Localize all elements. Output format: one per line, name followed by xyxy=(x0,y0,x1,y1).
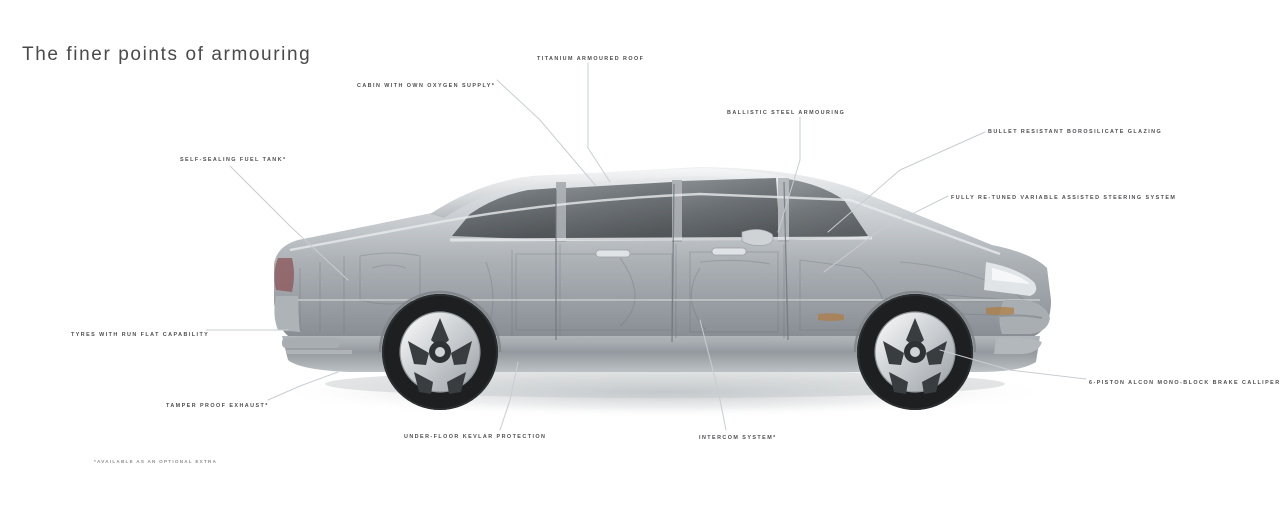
callout-intercom-system[interactable]: INTERCOM SYSTEM* xyxy=(699,435,777,441)
callout-tyres-with-run-flat-capability[interactable]: TYRES WITH RUN FLAT CAPABILITY xyxy=(71,332,210,338)
optional-extra-footnote: *AVAILABLE AS AN OPTIONAL EXTRA xyxy=(94,459,218,464)
callout-six-piston-alcon-mono-block-brake-callipers[interactable]: 6-PISTON ALCON MONO-BLOCK BRAKE CALLIPER… xyxy=(1089,380,1280,386)
callout-tamper-proof-exhaust[interactable]: TAMPER PROOF EXHAUST* xyxy=(166,403,269,409)
callout-self-sealing-fuel-tank[interactable]: SELF-SEALING FUEL TANK* xyxy=(180,157,287,163)
callout-ballistic-steel-armouring[interactable]: BALLISTIC STEEL ARMOURING xyxy=(727,110,846,116)
callout-fully-re-tuned-variable-assisted-steering-system[interactable]: FULLY RE-TUNED VARIABLE ASSISTED STEERIN… xyxy=(951,195,1177,201)
callout-titanium-armoured-roof[interactable]: TITANIUM ARMOURED ROOF xyxy=(537,56,645,62)
callout-under-floor-kevlar-protection[interactable]: UNDER-FLOOR KEVLAR PROTECTION xyxy=(404,434,547,440)
callout-cabin-with-own-oxygen-supply[interactable]: CABIN WITH OWN OXYGEN SUPPLY* xyxy=(357,83,496,89)
callout-bullet-resistant-borosilicate-glazing[interactable]: BULLET RESISTANT BOROSILICATE GLAZING xyxy=(988,129,1163,135)
page-title: The finer points of armouring xyxy=(22,44,312,65)
